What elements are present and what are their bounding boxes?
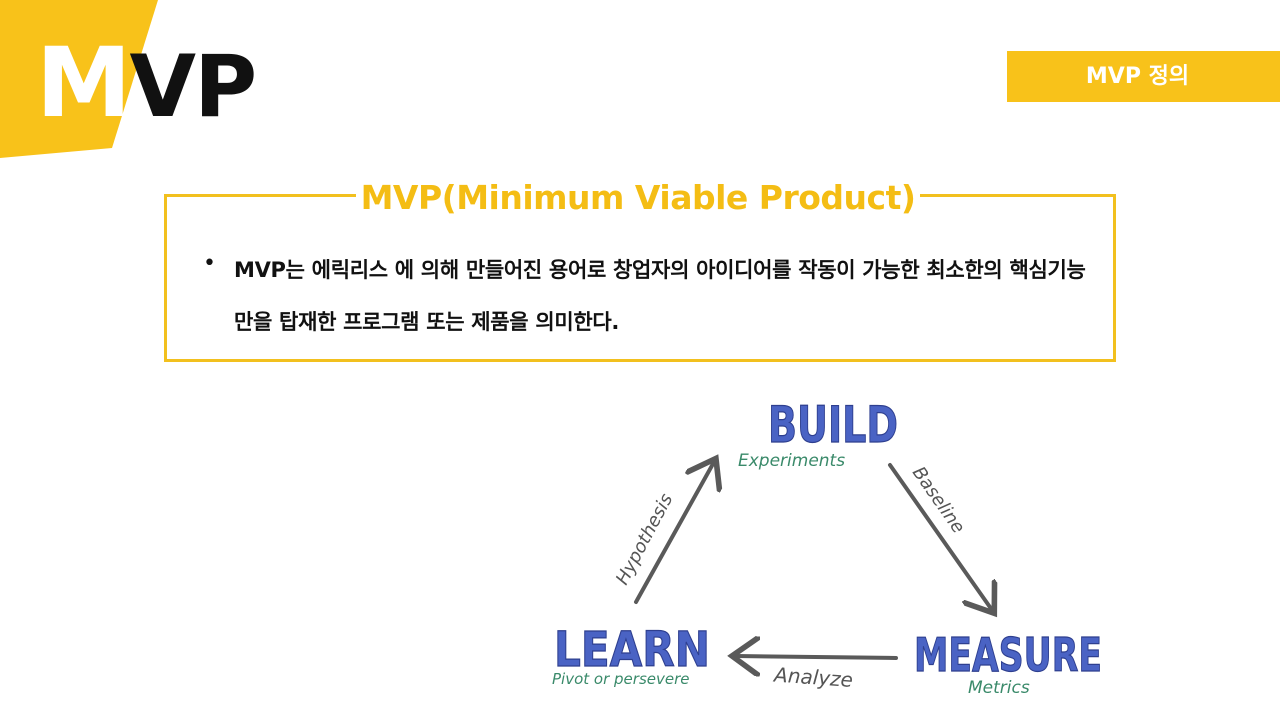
- definition-text: MVP는 에릭리스 에 의해 만들어진 용어로 창업자의 아이디어를 작동이 가…: [234, 258, 1086, 334]
- build-measure-learn-diagram: BUILD Experiments MEASURE Metrics LEARN …: [552, 395, 1103, 698]
- section-badge: MVP 정의: [1007, 51, 1280, 102]
- build-title: BUILD: [768, 396, 898, 454]
- learn-node: LEARN Pivot or persevere: [552, 621, 711, 688]
- measure-title: MEASURE: [914, 628, 1102, 682]
- edge-label-hypothesis: Hypothesis: [612, 490, 677, 588]
- arrow-measure-to-learn: Analyze: [736, 656, 898, 692]
- edge-label-analyze: Analyze: [771, 662, 853, 692]
- logo-vp-letters: VP: [129, 37, 258, 137]
- learn-subtitle: Pivot or persevere: [552, 670, 690, 688]
- learn-title: LEARN: [554, 622, 710, 678]
- arrow-build-to-measure: Baseline: [888, 463, 992, 610]
- mvp-logo: MVP: [36, 27, 258, 142]
- build-subtitle: Experiments: [738, 451, 845, 471]
- measure-subtitle: Metrics: [968, 678, 1030, 698]
- bullet-marker: •: [203, 251, 216, 276]
- logo-m-letter: M: [36, 27, 132, 139]
- measure-node: MEASURE Metrics: [913, 627, 1102, 698]
- definition-title: MVP(Minimum Viable Product): [356, 172, 920, 224]
- build-node: BUILD Experiments: [738, 395, 899, 471]
- arrow-learn-to-build: Hypothesis: [612, 462, 714, 604]
